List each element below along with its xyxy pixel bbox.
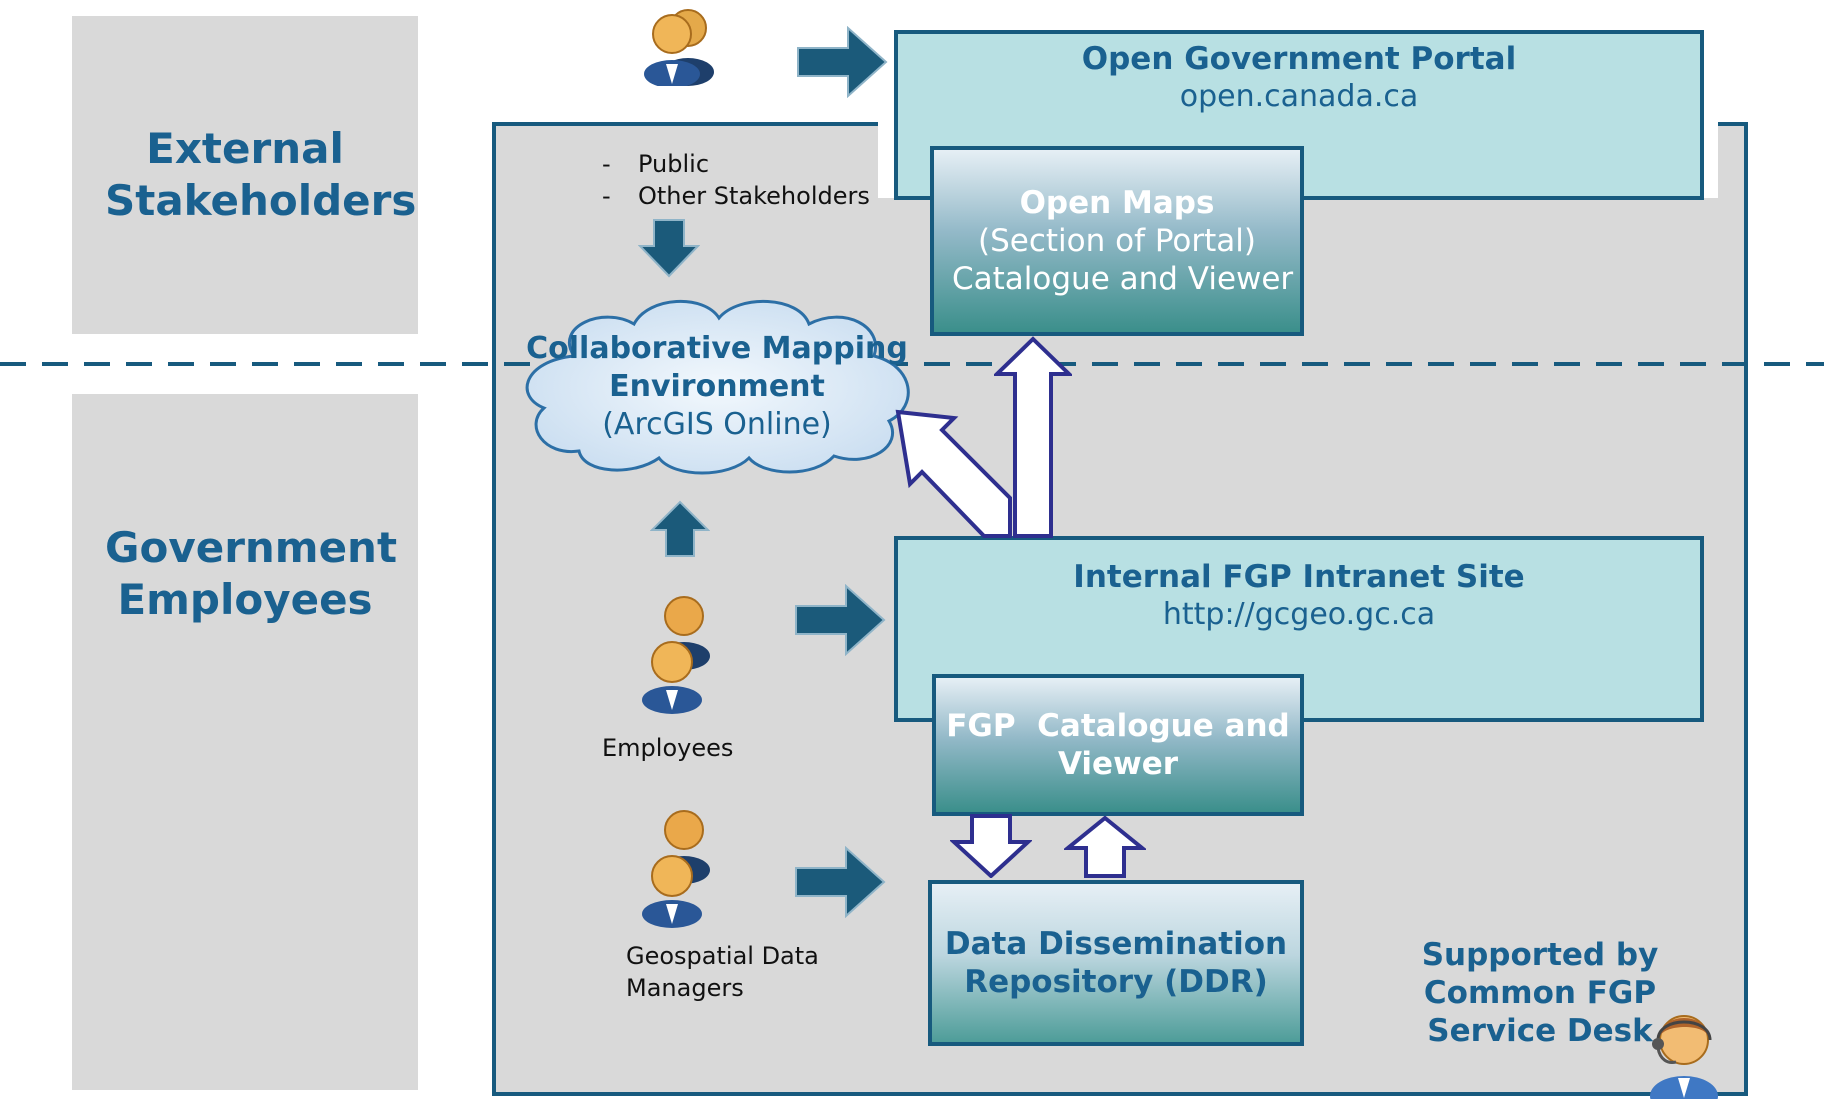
cloud-line3: (ArcGIS Online) [602, 407, 832, 442]
support-label: Supported by Common FGP Service Desk [1420, 936, 1660, 1050]
support-line2: Common FGP [1423, 975, 1657, 1011]
audience-item-other: -Other Stakeholders [602, 182, 870, 210]
managers-line2: Managers [626, 974, 744, 1002]
employees-label: Employees [602, 734, 734, 762]
arrow-intranet-to-cloud [895, 409, 1012, 538]
audience-item-public: -Public [602, 150, 710, 178]
arrow-ddr-to-catalogue [1064, 816, 1146, 878]
arrow-catalogue-to-ddr [950, 814, 1032, 878]
support-line3: Service Desk [1427, 1013, 1653, 1049]
arrow-intranet-to-open-maps [994, 336, 1072, 538]
cloud-line1: Collaborative Mapping [526, 331, 908, 366]
ddr-box: Data Dissemination Repository (DDR) [928, 880, 1304, 1046]
external-stakeholders-label: External Stakeholders [105, 124, 417, 225]
cloud-label: Collaborative Mapping Environment (ArcGI… [514, 330, 920, 444]
ddr-line2: Repository (DDR) [964, 964, 1268, 1000]
open-maps-subtitle: (Section of Portal) [977, 223, 1257, 259]
managers-line1: Geospatial Data [626, 942, 819, 970]
open-maps-desc: Catalogue and Viewer [952, 261, 1294, 297]
cloud-shape [525, 299, 910, 475]
catalogue-line1: FGP Catalogue and [946, 708, 1290, 744]
employees-icon [642, 596, 710, 714]
support-line1: Supported by [1421, 937, 1659, 973]
arrow-to-intranet [795, 584, 886, 656]
portal-title: Open Government Portal [1081, 41, 1517, 77]
arrow-to-portal [797, 26, 888, 98]
arrow-to-ddr [795, 846, 886, 918]
external-stakeholders-panel: External Stakeholders [72, 16, 418, 334]
catalogue-line2: Viewer [1057, 746, 1179, 782]
arrow-down-to-cloud [638, 219, 700, 278]
intranet-title: Internal FGP Intranet Site [1073, 559, 1525, 595]
fgp-catalogue-box: FGP Catalogue and Viewer [932, 674, 1304, 816]
cloud-line2: Environment [609, 369, 825, 404]
government-employees-panel: Government Employees [72, 394, 418, 1090]
intranet-url: http://gcgeo.gc.ca [1162, 597, 1436, 632]
arrow-up-to-cloud [650, 500, 710, 557]
external-users-icon [644, 9, 714, 86]
service-desk-agent-icon [1650, 1015, 1718, 1099]
data-managers-icon [642, 810, 710, 928]
open-maps-title: Open Maps [1019, 185, 1215, 221]
data-managers-label: Geospatial Data Managers [626, 940, 819, 1004]
portal-url: open.canada.ca [1179, 79, 1419, 114]
boundary-dashed-line [0, 362, 1824, 366]
external-audience-list: -Public -Other Stakeholders [602, 148, 870, 212]
ddr-line1: Data Dissemination [944, 926, 1288, 962]
government-employees-label: Government Employees [105, 523, 398, 624]
open-maps-box: Open Maps (Section of Portal) Catalogue … [930, 146, 1304, 336]
